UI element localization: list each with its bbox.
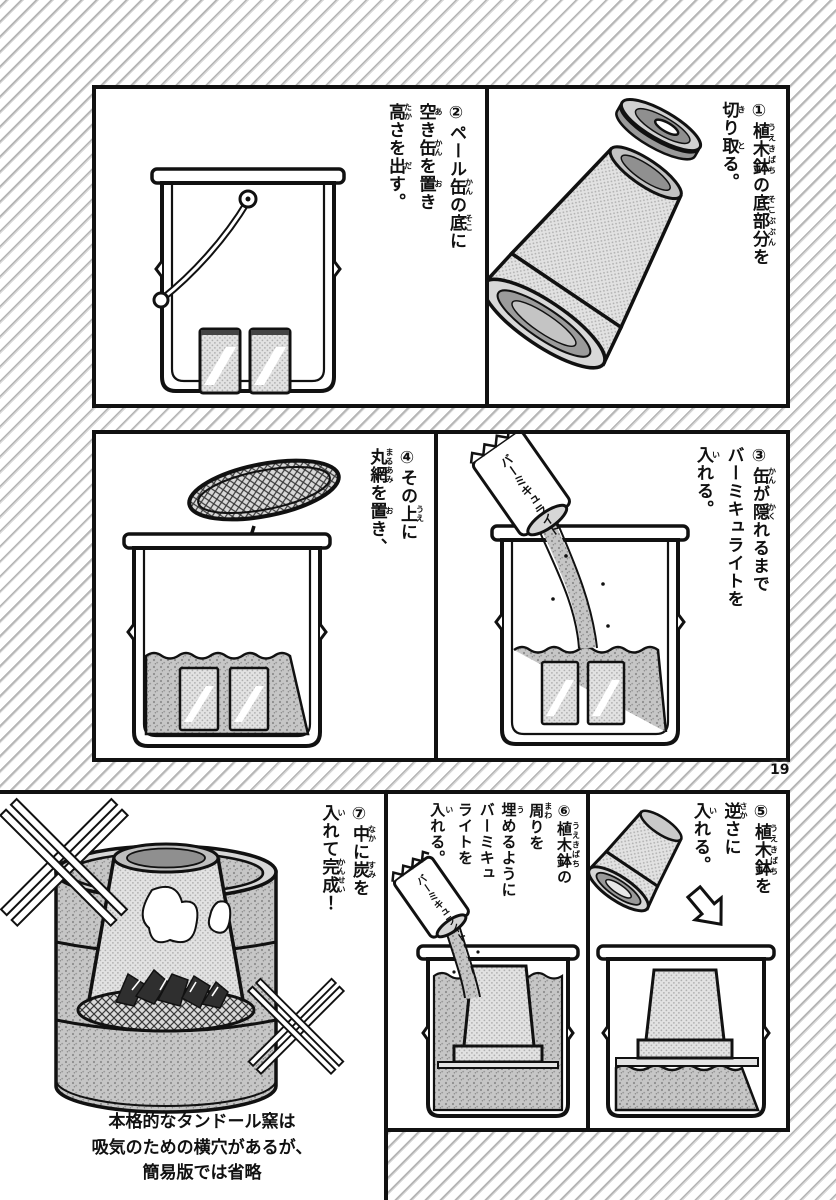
step6-illustration: バーミキュライト	[391, 850, 580, 1118]
pot-rim	[636, 1038, 734, 1060]
vermiculite-fill	[144, 651, 310, 736]
inverted-pot	[644, 968, 726, 1042]
step7-illustration	[0, 797, 346, 1114]
charcoal	[114, 968, 229, 1010]
panel-step-2: ②ペール缶かんの底そこに空あき缶かんを置おき高たかさを出だす。	[92, 85, 489, 408]
pour-stream	[445, 924, 481, 1000]
inverted-pot	[85, 842, 247, 1008]
mesh-board	[437, 1061, 559, 1069]
cut-disc	[615, 97, 703, 161]
step5-illustration	[590, 809, 776, 1118]
panel-step-1: ①植木鉢うえきばちの底部分そこぶぶんを切きり取とる。	[485, 85, 790, 408]
flower-pot	[590, 809, 683, 913]
caption-step-2: ②ペール缶かんの底そこに空あき缶かんを置おき高たかさを出だす。	[385, 103, 474, 250]
step4-illustration	[122, 458, 341, 748]
flower-pot	[489, 97, 703, 370]
hollow-arrow-icon	[685, 884, 723, 926]
pail-handle	[152, 189, 258, 309]
pail-cross-section	[596, 944, 776, 1118]
caption-step-3: ③缶かんが隠かくれるまでバーミキュライトを入いれる。	[693, 446, 777, 608]
pail-cross-section	[416, 944, 580, 1118]
panel-step-5: ⑤植木鉢うえきばちを逆さかさに入いれる。	[586, 790, 790, 1132]
step2-illustration	[150, 167, 346, 395]
caption-step-6: ⑥植木鉢うえきばちの周まわりを埋うめるようにバーミキュライトを入いれる。	[428, 802, 581, 898]
step1-illustration	[489, 97, 703, 370]
handwritten-note: 本格的なタンドール窯は吸気のための横穴があるが、簡易版では省略	[91, 1112, 313, 1183]
caption-step-7: ⑦中なかに炭すみを入いれて完成かんせい！	[318, 804, 377, 912]
caption-step-1: ①植木鉢うえきばちの底部分そこぶぶんを切きり取とる。	[718, 101, 777, 266]
caption-step-4: ④その上うえに丸網まるあみを置おき、	[366, 448, 425, 556]
sparkle-flash	[0, 797, 130, 928]
panel-step-6: バーミキュライト ⑥植木鉢うえきばちの周まわりを埋うめるようにバーミキュライトを…	[384, 790, 590, 1132]
panel-step-4: ④その上うえに丸網まるあみを置おき、	[92, 430, 438, 762]
vermiculite-fill	[614, 1064, 760, 1112]
caption-step-5: ⑤植木鉢うえきばちを逆さかさに入いれる。	[690, 802, 779, 895]
pot-rim	[452, 1044, 544, 1064]
step3-illustration: バーミキュライト	[469, 434, 690, 746]
panel-step-3: バーミキュライト ③缶かんが隠かくれるまでバーミキュライトを入いれる。	[434, 430, 790, 762]
vermiculite-fill	[513, 645, 668, 733]
pour-stream	[538, 521, 610, 649]
panel-step-7: ⑦中なかに炭すみを入いれて完成かんせい！ 本格的なタンドール窯は吸気のための横穴…	[0, 790, 388, 1200]
round-mesh	[187, 458, 341, 522]
sparkle-flash	[246, 977, 346, 1076]
empty-cans	[198, 327, 292, 395]
page-number: 19	[770, 762, 790, 778]
